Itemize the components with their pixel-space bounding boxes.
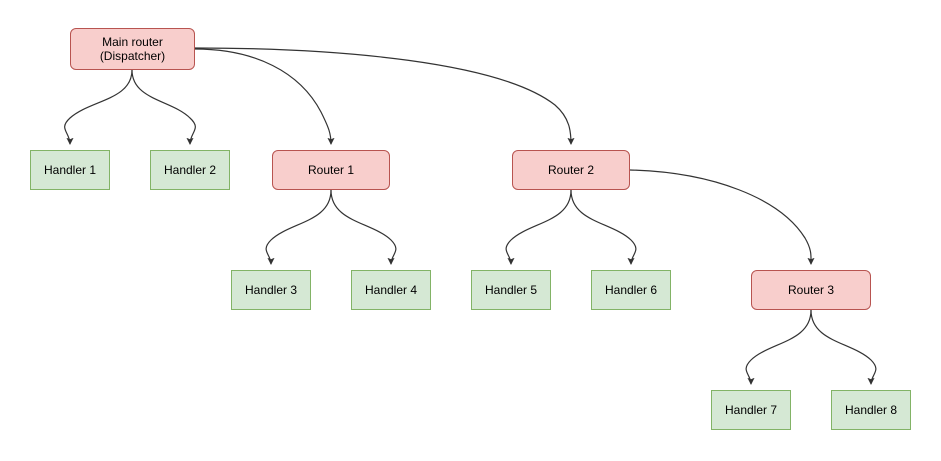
edge-router-2-to-router-3 [629, 169, 815, 265]
node-label-router-2: Router 2 [547, 163, 595, 177]
node-router-3[interactable]: Router 3 [751, 270, 871, 310]
edge-router-3-to-handler-7 [745, 309, 812, 385]
node-handler-6[interactable]: Handler 6 [591, 270, 671, 310]
node-handler-7[interactable]: Handler 7 [711, 390, 791, 430]
edge-main-to-handler-1 [64, 69, 133, 145]
node-main-router[interactable]: Main router (Dispatcher) [70, 28, 195, 70]
node-label-router-3: Router 3 [787, 283, 835, 297]
node-handler-8[interactable]: Handler 8 [831, 390, 911, 430]
node-label-handler-7: Handler 7 [724, 403, 778, 417]
node-label-handler-1: Handler 1 [43, 163, 97, 177]
node-label-handler-5: Handler 5 [484, 283, 538, 297]
node-label-handler-6: Handler 6 [604, 283, 658, 297]
edge-main-to-router-1 [194, 48, 335, 145]
edge-router-1-to-handler-4 [330, 189, 397, 265]
edge-router-1-to-handler-3 [265, 189, 332, 265]
node-label-handler-8: Handler 8 [844, 403, 898, 417]
node-handler-5[interactable]: Handler 5 [471, 270, 551, 310]
node-router-2[interactable]: Router 2 [512, 150, 630, 190]
node-handler-1[interactable]: Handler 1 [30, 150, 110, 190]
edge-router-3-to-handler-8 [810, 309, 877, 385]
edge-main-to-router-2 [194, 47, 575, 145]
edge-router-2-to-handler-6 [570, 189, 637, 265]
edge-main-to-handler-2 [131, 69, 196, 145]
node-router-1[interactable]: Router 1 [272, 150, 390, 190]
edge-router-2-to-handler-5 [505, 189, 572, 265]
node-label-handler-2: Handler 2 [163, 163, 217, 177]
node-label-handler-3: Handler 3 [244, 283, 298, 297]
node-handler-2[interactable]: Handler 2 [150, 150, 230, 190]
node-label-router-1: Router 1 [307, 163, 355, 177]
node-label-handler-4: Handler 4 [364, 283, 418, 297]
node-handler-4[interactable]: Handler 4 [351, 270, 431, 310]
node-handler-3[interactable]: Handler 3 [231, 270, 311, 310]
node-label-main-router: Main router (Dispatcher) [99, 35, 166, 63]
